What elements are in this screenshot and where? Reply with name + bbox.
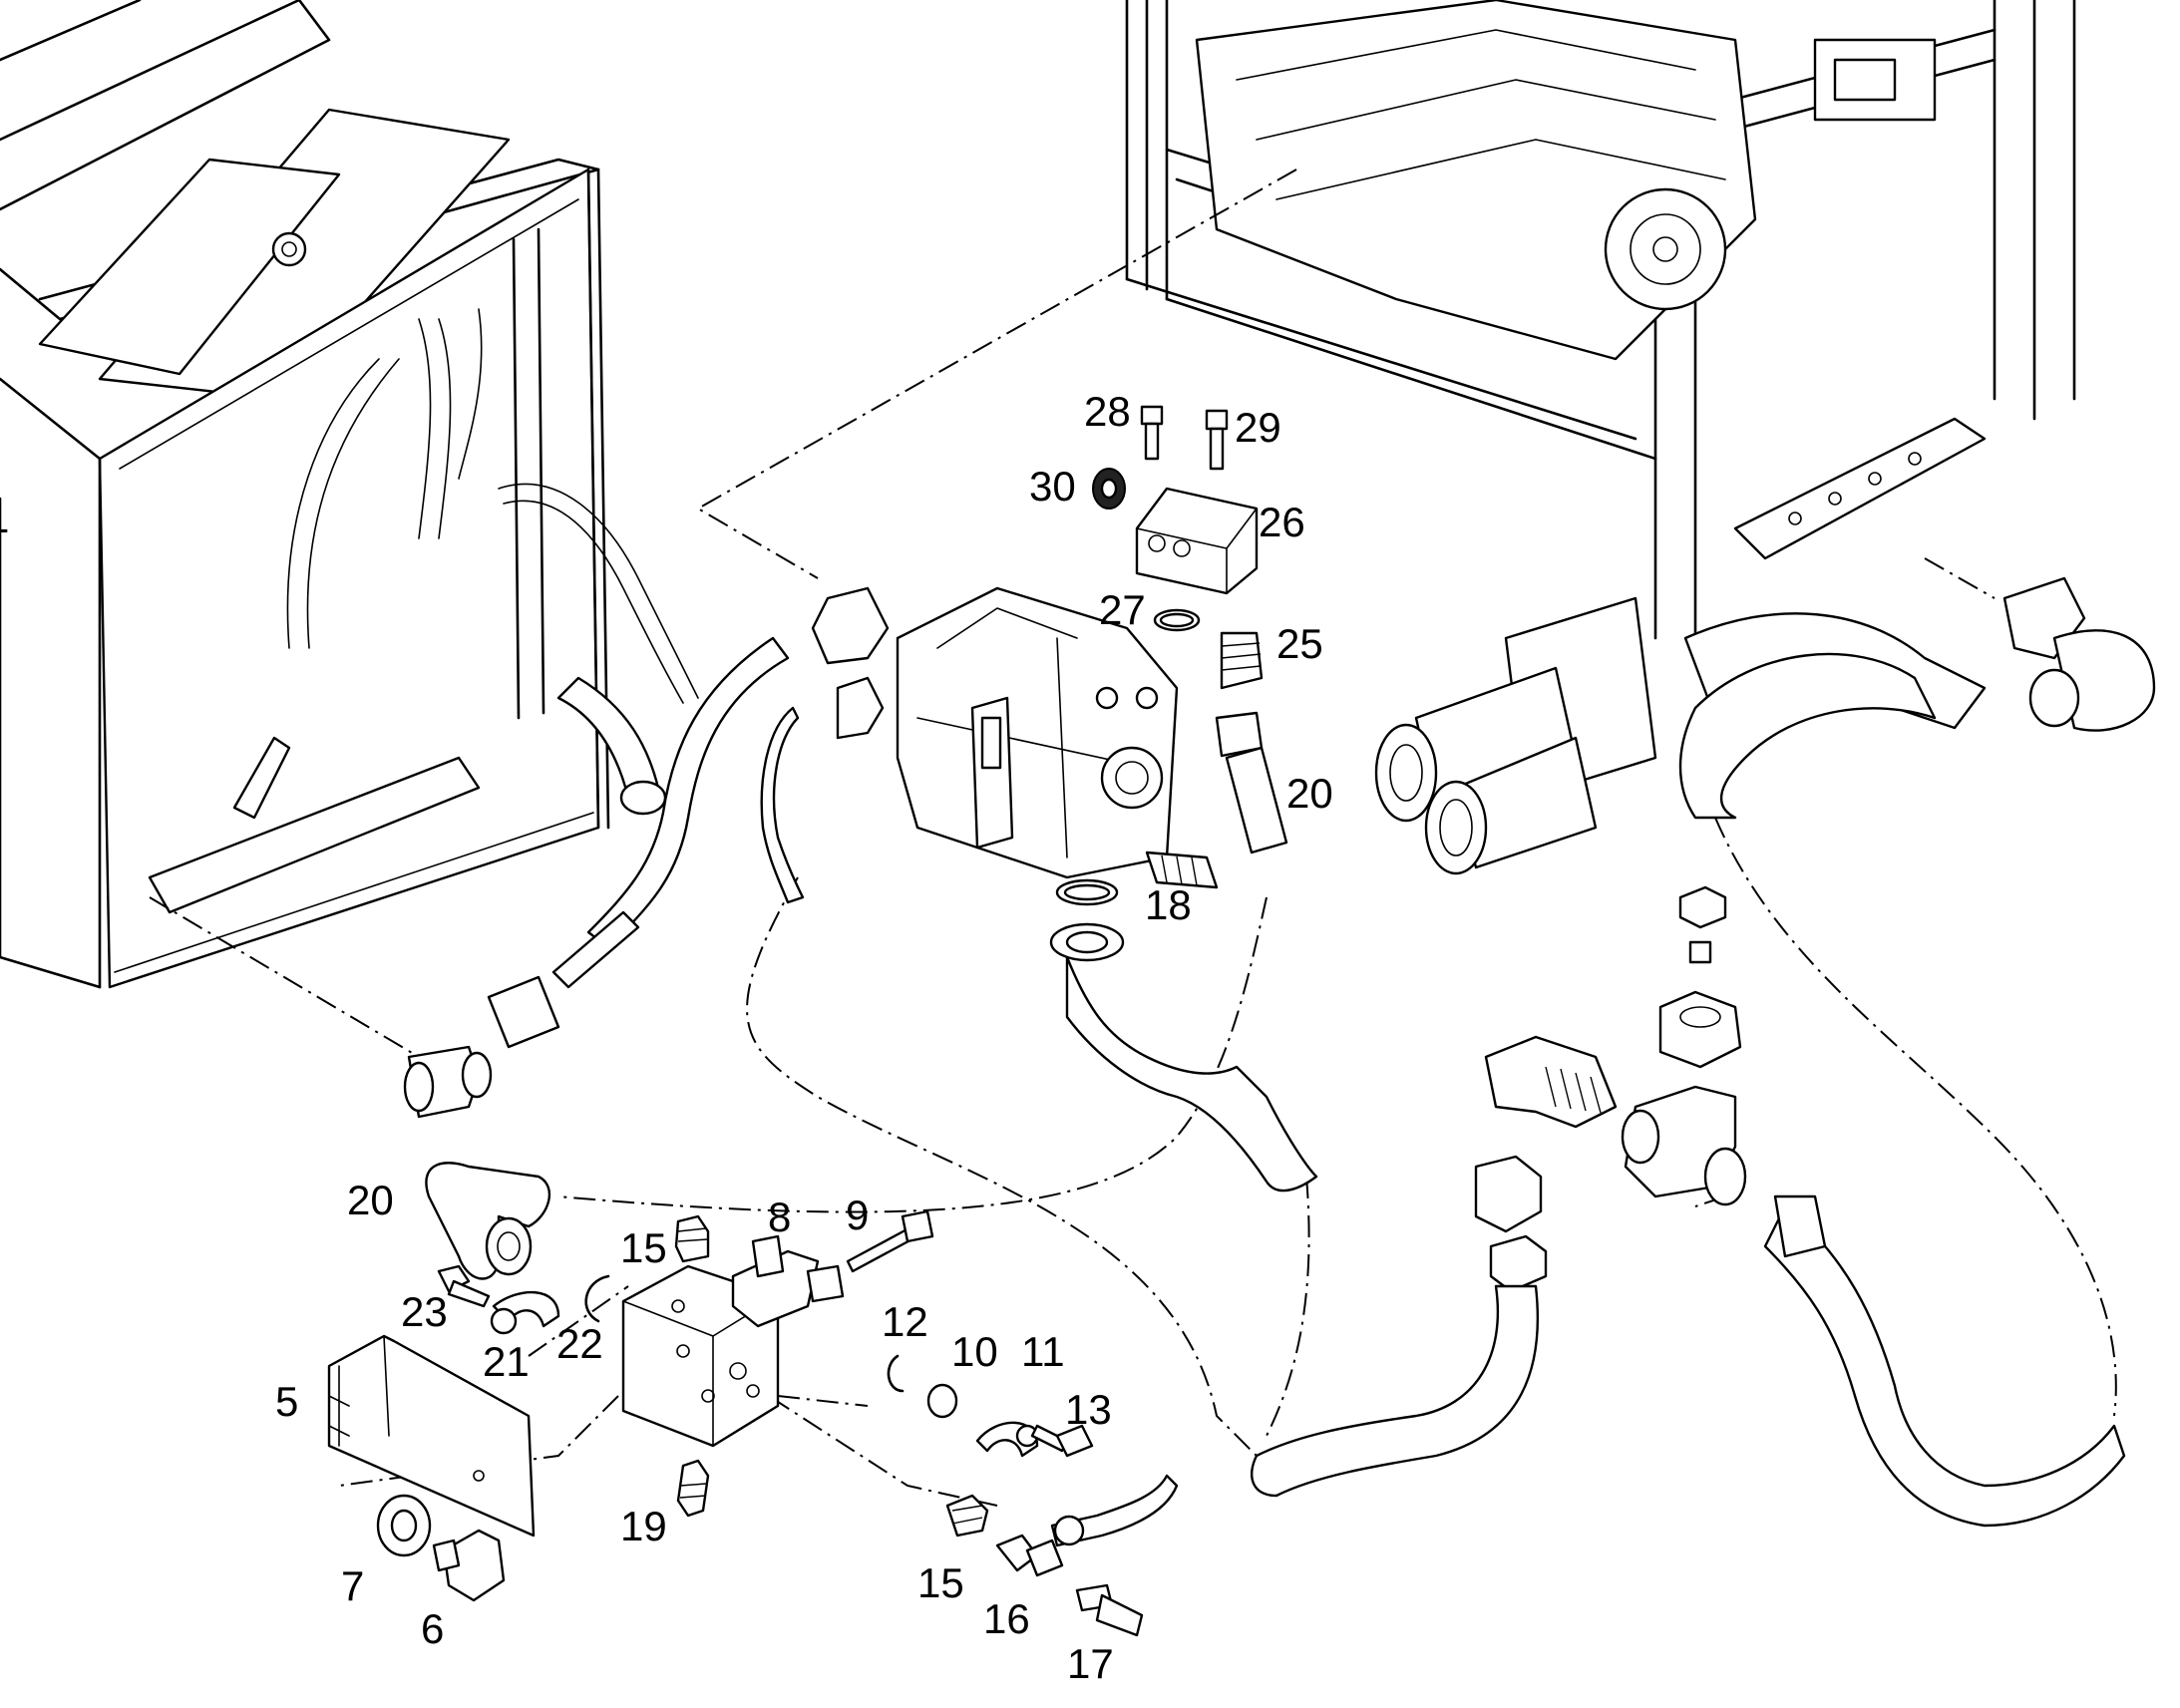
callout-20-upper: 20 [1286, 770, 1333, 817]
callout-30: 30 [1029, 463, 1076, 510]
callout-15-upper: 15 [620, 1224, 667, 1271]
lower-assembly [327, 1162, 1179, 1637]
fuel-hose-small [760, 706, 805, 904]
callout-22: 22 [556, 1320, 603, 1367]
callout-7: 7 [341, 1562, 364, 1609]
callout-edge-1: 1 [0, 495, 9, 541]
callout-29: 29 [1235, 404, 1281, 451]
radiator-assembly [0, 0, 699, 989]
fuel-hose-left [403, 636, 790, 1119]
callout-21: 21 [483, 1338, 530, 1385]
callout-17: 17 [1067, 1640, 1114, 1687]
callout-11: 11 [1021, 1328, 1065, 1375]
callout-18: 18 [1145, 881, 1192, 928]
callout-12: 12 [882, 1298, 928, 1345]
callout-10: 10 [951, 1328, 998, 1375]
callout-15-lower: 15 [917, 1559, 964, 1606]
upper-parts [1049, 405, 1288, 962]
callout-9: 9 [846, 1192, 869, 1238]
callout-28: 28 [1084, 388, 1131, 435]
callout-16: 16 [983, 1595, 1030, 1642]
callout-labels: 28 29 30 26 27 25 20 18 20 15 8 9 23 22 … [0, 388, 1333, 1687]
right-fittings [1250, 885, 2126, 1528]
callout-25: 25 [1276, 620, 1323, 667]
callout-19: 19 [620, 1503, 667, 1549]
pump-assembly [811, 586, 1219, 889]
callout-8: 8 [768, 1194, 791, 1240]
callout-5: 5 [275, 1378, 298, 1425]
callout-20-lower: 20 [347, 1177, 394, 1223]
outlet-hose-large [1678, 652, 1937, 820]
callout-23: 23 [401, 1288, 448, 1335]
assembly-dashed-lines [149, 169, 2117, 1507]
callout-13: 13 [1065, 1386, 1112, 1433]
callout-26: 26 [1259, 499, 1305, 545]
callout-27: 27 [1099, 586, 1146, 633]
callout-6: 6 [421, 1605, 444, 1652]
return-hose-middle [1065, 955, 1318, 1193]
